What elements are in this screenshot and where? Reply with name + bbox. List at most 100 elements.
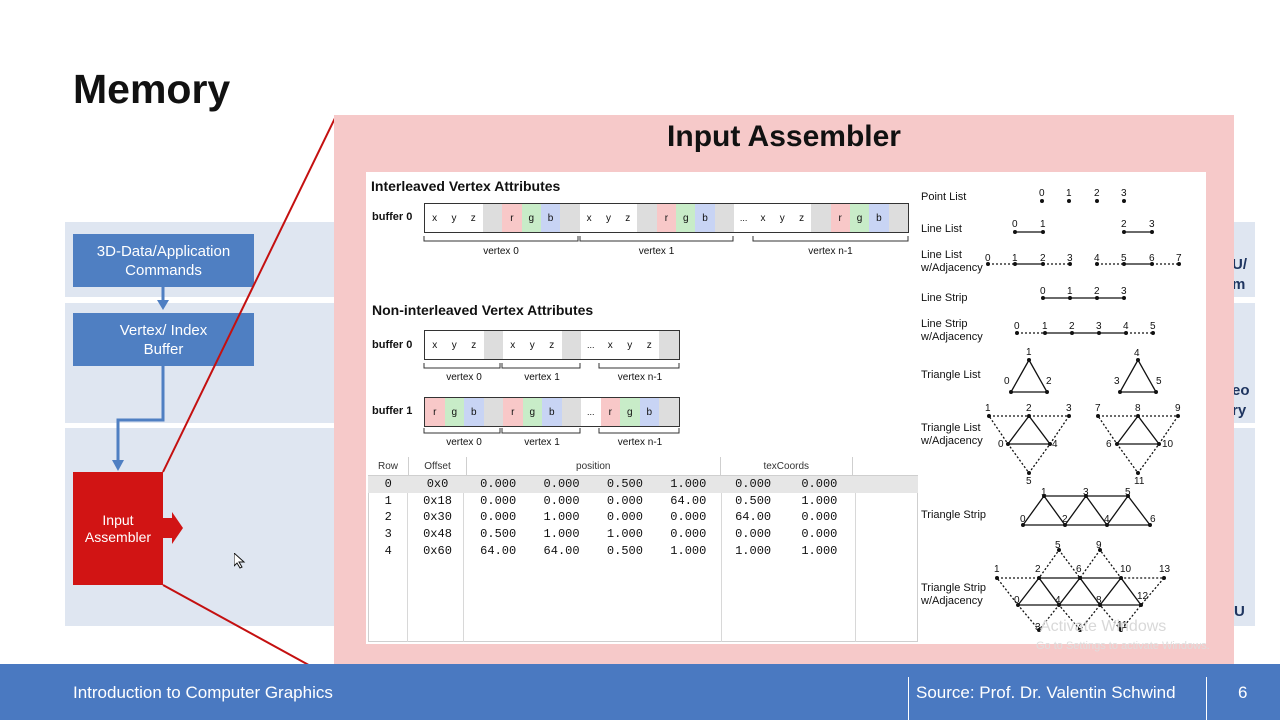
table-cell: 64.00 xyxy=(670,493,707,508)
buffer-padding-cell xyxy=(637,204,657,232)
buffer-cell: g xyxy=(444,398,464,426)
vertex-index-label: 5 xyxy=(1150,321,1156,332)
vertex-index-label: 2 xyxy=(1069,321,1075,332)
vertex-index-label: 0 xyxy=(985,253,991,264)
topology-label: Triangle Strip xyxy=(921,509,987,521)
table-cell: 1.000 xyxy=(543,510,580,525)
vertex-index-label: 5 xyxy=(1026,476,1032,487)
panel-title: Input Assembler xyxy=(667,120,901,153)
vertex-index-label: 5 xyxy=(1156,376,1162,387)
footer-separator xyxy=(908,677,909,720)
table-cell: 64.00 xyxy=(480,543,517,558)
vertex-index-label: 4 xyxy=(1094,253,1100,264)
buffer-cell: z xyxy=(625,212,631,224)
table-cell: 0.500 xyxy=(606,477,643,492)
table-cell: 1.000 xyxy=(801,543,838,558)
topology-label: Line List xyxy=(921,223,962,235)
vertex-index-label: 7 xyxy=(1076,622,1082,633)
vertex-index-label: 9 xyxy=(1096,540,1102,551)
buffer-cell: b xyxy=(542,398,562,426)
vertex-index-label: 0 xyxy=(1014,595,1020,606)
topology-label: Triangle List w/Adjacency xyxy=(921,422,983,447)
buffer-cell: r xyxy=(600,398,620,426)
side-fragment: U xyxy=(1234,603,1245,620)
vertex-index-label: 12 xyxy=(1137,591,1149,602)
input-assembler-box: Input Assembler xyxy=(73,472,163,585)
vertex-label: vertex 0 xyxy=(446,372,482,383)
buffer-cell: b xyxy=(464,398,484,426)
table-cell: 0x48 xyxy=(423,527,452,542)
buffer-cell: g xyxy=(521,204,541,232)
buffer-cell: ... xyxy=(739,213,748,223)
vertex-index-label: 1 xyxy=(1040,219,1046,230)
buffer-cell: b xyxy=(639,398,659,426)
buffer-padding-cell xyxy=(888,204,908,232)
table-cell: 0x0 xyxy=(426,477,449,492)
table-cell: 1.000 xyxy=(801,493,838,508)
side-fragment: ry xyxy=(1232,402,1247,419)
table-cell: 0.000 xyxy=(606,493,643,508)
vertex-index-label: 1 xyxy=(1067,286,1073,297)
vertex-index-label: 1 xyxy=(1012,253,1018,264)
vertex-label: vertex 1 xyxy=(524,372,560,383)
vertex-index-label: 1 xyxy=(1042,321,1048,332)
buffer-cell: y xyxy=(779,212,785,224)
slide-footer xyxy=(0,664,1280,720)
table-cell: 1.000 xyxy=(606,527,643,542)
table-cell: 0.000 xyxy=(480,493,517,508)
vertex-label: vertex 0 xyxy=(446,437,482,448)
vertex-index-label: 3 xyxy=(1121,188,1127,199)
col-texcoords: texCoords xyxy=(720,457,853,476)
side-fragment: eo xyxy=(1232,382,1250,399)
buffer-cell: y xyxy=(451,212,457,224)
table-cell: 0.000 xyxy=(480,510,517,525)
table-cell: 0x30 xyxy=(423,510,452,525)
buffer-cell: g xyxy=(522,398,542,426)
vertex-label: vertex n-1 xyxy=(808,246,853,257)
buffer-cell: g xyxy=(849,204,870,232)
buffer-padding-cell xyxy=(483,331,503,359)
vertex-index-label: 4 xyxy=(1052,439,1058,450)
vertex-index-label: 2 xyxy=(1094,286,1100,297)
buffer-cell: x xyxy=(607,339,613,351)
buffer-padding-cell xyxy=(561,331,581,359)
non-interleaved-heading: Non-interleaved Vertex Attributes xyxy=(372,302,594,318)
topology-label: Line Strip xyxy=(921,292,968,304)
buffer-cell: r xyxy=(503,398,523,426)
buffer-cell: ... xyxy=(586,340,595,350)
table-cell: 0.000 xyxy=(735,527,772,542)
side-fragment: U/ xyxy=(1232,256,1247,273)
vertex-label: vertex 1 xyxy=(638,246,675,257)
vertex-table-frame xyxy=(368,457,918,642)
topology-label: Line Strip w/Adjacency xyxy=(921,318,983,343)
buffer-padding-cell xyxy=(659,331,679,359)
page-number: 6 xyxy=(1238,683,1248,702)
buffer-cell: y xyxy=(529,339,535,351)
vertex-index-label: 2 xyxy=(1040,253,1046,264)
activate-windows-hint: Go to Settings to activate Windows. xyxy=(1036,640,1210,652)
vertex-label: vertex 0 xyxy=(483,246,519,257)
buffer-cell: r xyxy=(502,204,522,232)
buffer-cell: y xyxy=(605,212,611,224)
table-cell: 0 xyxy=(384,477,392,492)
vertex-index-label: 5 xyxy=(1125,487,1131,498)
table-cell: 64.00 xyxy=(543,543,580,558)
vertex-index-label: 2 xyxy=(1062,514,1068,525)
vertex-index-label: 0 xyxy=(1012,219,1018,230)
vertex-index-label: 6 xyxy=(1149,253,1155,264)
buffer-padding-cell xyxy=(659,398,679,426)
table-cell: 0.000 xyxy=(670,527,707,542)
vertex-index-label: 3 xyxy=(1035,622,1041,633)
vertex-index-label: 13 xyxy=(1159,564,1171,575)
vertex-index-label: 1 xyxy=(1041,487,1047,498)
table-cell: 64.00 xyxy=(735,510,772,525)
topology-label: Point List xyxy=(921,191,967,203)
vertex-index-label: 1 xyxy=(994,564,1000,575)
buffer-padding-cell xyxy=(482,204,503,232)
topology-label: Triangle List xyxy=(921,369,981,381)
